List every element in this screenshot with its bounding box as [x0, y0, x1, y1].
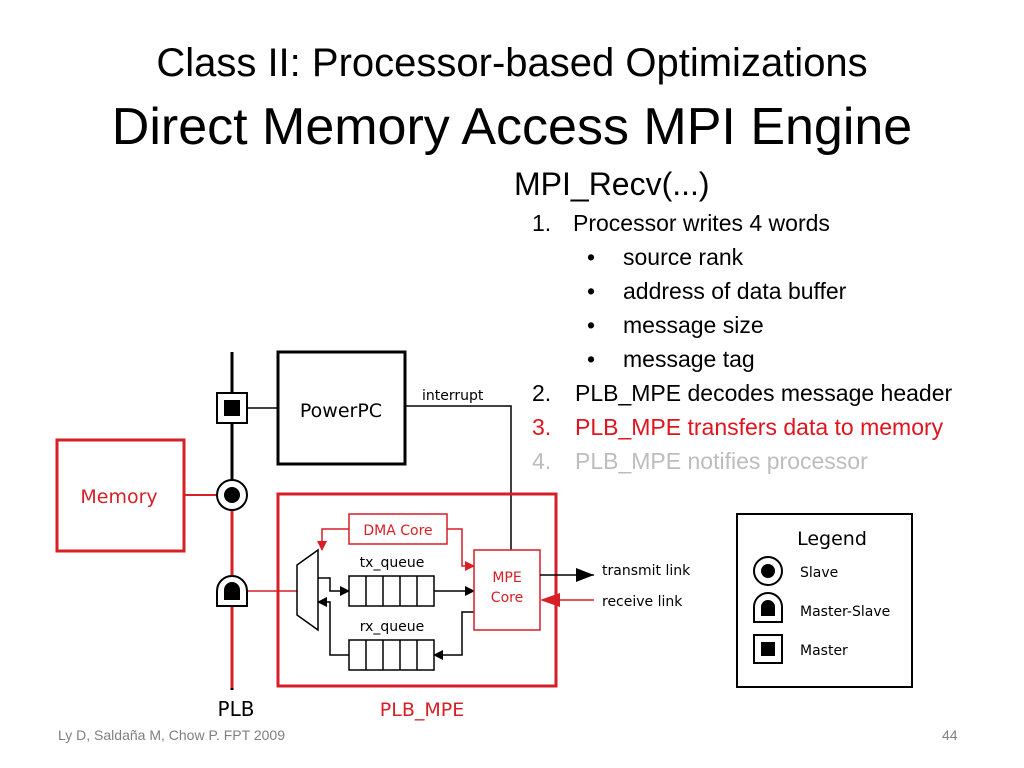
step-text: PLB_MPE decodes message header: [575, 380, 953, 406]
bullet-text: message size: [623, 312, 764, 338]
tx-queue: tx_queue: [318, 555, 475, 607]
plb-mpe-label: PLB_MPE: [380, 699, 464, 721]
bullet-icon: •: [587, 278, 596, 304]
bullet-text: source rank: [623, 244, 744, 270]
step-number: 2.: [532, 380, 552, 406]
footer-citation: Ly D, Saldaña M, Chow P. FPT 2009: [58, 727, 285, 743]
rx-queue-label: rx_queue: [360, 619, 425, 635]
memory-block: Memory: [55, 438, 217, 553]
bullet-icon: •: [587, 312, 596, 338]
mux-shape: [296, 548, 319, 632]
bullet-icon: •: [587, 346, 596, 372]
legend-label: Master: [800, 643, 848, 659]
plb-label: PLB: [218, 697, 255, 721]
bullet-text: address of data buffer: [623, 278, 847, 304]
slide-title-line2: Direct Memory Access MPI Engine: [111, 98, 913, 156]
interrupt-line: interrupt: [405, 388, 512, 550]
receive-link-label: receive link: [602, 594, 683, 610]
receive-link: receive link: [540, 593, 683, 610]
plb-mpe-block: PLB_MPE: [276, 492, 558, 721]
legend-title: Legend: [797, 528, 867, 550]
powerpc-block: PowerPC: [246, 350, 407, 466]
legend-label: Slave: [800, 565, 838, 581]
page-number: 44: [942, 727, 958, 743]
legend-item-slave: Slave: [753, 556, 838, 586]
legend-item-master: Master: [753, 634, 848, 664]
master-port-icon: [216, 392, 248, 424]
legend: Legend Slave Master-Slave Master: [736, 513, 913, 688]
step-number: 3.: [532, 414, 552, 440]
step-number: 4.: [532, 448, 552, 474]
transmit-link-label: transmit link: [602, 563, 691, 579]
mpe-core-label-line2: Core: [491, 590, 523, 606]
mpe-core-block: MPE Core: [473, 549, 541, 631]
rx-queue: rx_queue: [317, 597, 474, 671]
step-number: 1.: [532, 210, 552, 236]
powerpc-label: PowerPC: [300, 400, 382, 422]
legend-item-master-slave: Master-Slave: [753, 592, 890, 623]
interrupt-label: interrupt: [422, 388, 484, 404]
dma-core-label: DMA Core: [363, 523, 432, 539]
tx-queue-label: tx_queue: [360, 555, 425, 571]
dma-core-block: DMA Core: [317, 513, 475, 571]
step-text: PLB_MPE notifies processor: [575, 448, 868, 474]
slave-port-icon: [216, 479, 248, 511]
legend-label: Master-Slave: [800, 604, 890, 620]
memory-label: Memory: [80, 486, 157, 508]
bullet-icon: •: [587, 244, 596, 270]
mpe-core-label-line1: MPE: [492, 570, 521, 586]
step-text: Processor writes 4 words: [573, 210, 830, 236]
mpi-recv-heading: MPI_Recv(...): [514, 166, 710, 202]
transmit-link: transmit link: [540, 563, 691, 582]
slide-title-line1: Class II: Processor-based Optimizations: [156, 41, 868, 85]
step-text: PLB_MPE transfers data to memory: [575, 414, 944, 440]
master-slave-port-icon: [216, 575, 248, 607]
bullet-text: message tag: [623, 346, 755, 372]
